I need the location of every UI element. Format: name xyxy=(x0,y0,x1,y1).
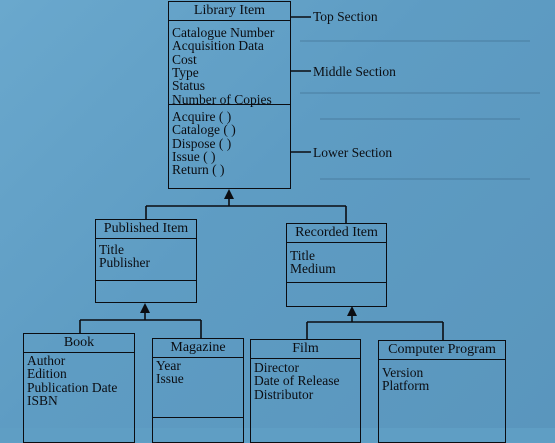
page-background xyxy=(0,0,555,428)
attribute: Issue xyxy=(156,371,184,387)
class-name-magazine: Magazine xyxy=(153,339,243,358)
attribute: Publisher xyxy=(99,255,151,271)
class-name-film: Film xyxy=(251,340,360,359)
class-name-recorded-item: Recorded Item xyxy=(287,224,386,243)
attribute: Cost xyxy=(172,51,197,67)
attribute: Catalogue Number xyxy=(172,25,275,40)
connector-layer xyxy=(79,16,444,340)
operation: Dispose ( ) xyxy=(172,135,232,151)
attribute: Distributor xyxy=(254,386,314,402)
attribute: Platform xyxy=(382,378,430,394)
class-published-item: Published Item Title Publisher xyxy=(95,219,197,303)
attributes-book: Author Edition Publication Date ISBN xyxy=(24,353,134,433)
background-text-line xyxy=(320,118,520,120)
annotation-lower-section: Lower Section xyxy=(313,145,393,160)
attributes-magazine: Year Issue xyxy=(153,358,243,418)
generalization-arrowhead xyxy=(347,306,357,316)
generalization-arrowhead xyxy=(140,303,150,313)
attribute: Publication Date xyxy=(27,379,118,395)
attribute: Number of Copies xyxy=(172,92,272,108)
class-name-book: Book xyxy=(24,334,134,353)
attribute: Author xyxy=(27,353,66,368)
operations-library-item: Acquire ( ) Cataloge ( ) Dispose ( ) Iss… xyxy=(169,105,290,178)
attribute: ISBN xyxy=(27,392,58,408)
attribute: Acquisition Data xyxy=(172,38,264,54)
background-text-line xyxy=(300,92,540,94)
attribute: Edition xyxy=(27,366,67,382)
attribute: Year xyxy=(156,358,181,373)
class-magazine: Magazine Year Issue xyxy=(152,338,244,443)
attribute: Title xyxy=(99,242,125,257)
attributes-computer-program: Version Platform xyxy=(379,360,505,430)
class-book: Book Author Edition Publication Date ISB… xyxy=(23,333,135,443)
attributes-recorded-item: Title Medium xyxy=(287,243,386,283)
annotation-top-section: Top Section xyxy=(313,9,378,24)
class-name-library-item: Library Item xyxy=(169,2,290,21)
class-name-computer-program: Computer Program xyxy=(379,341,505,360)
generalization-arrowhead xyxy=(224,189,234,199)
attribute: Title xyxy=(290,248,316,263)
class-library-item: Library Item Catalogue Number Acquisitio… xyxy=(168,1,291,189)
operation: Acquire ( ) xyxy=(172,109,232,124)
attributes-film: Director Date of Release Distributor xyxy=(251,359,360,429)
annotation-middle-section: Middle Section xyxy=(313,64,396,79)
attribute: Type xyxy=(172,64,199,80)
background-text-line xyxy=(320,178,530,180)
operation: Cataloge ( ) xyxy=(172,122,236,138)
operation: Issue ( ) xyxy=(172,148,216,164)
attributes-published-item: Title Publisher xyxy=(96,239,196,281)
attributes-library-item: Catalogue Number Acquisition Data Cost T… xyxy=(169,21,290,108)
attribute: Status xyxy=(172,78,206,94)
attribute: Director xyxy=(254,360,299,375)
attribute: Date of Release xyxy=(254,373,340,389)
class-recorded-item: Recorded Item Title Medium xyxy=(286,223,387,307)
background-text-line xyxy=(300,40,530,42)
class-film: Film Director Date of Release Distributo… xyxy=(250,339,361,443)
operation: Return ( ) xyxy=(172,162,225,178)
class-name-published-item: Published Item xyxy=(96,220,196,239)
attribute: Version xyxy=(382,365,424,380)
attribute: Medium xyxy=(290,261,336,277)
